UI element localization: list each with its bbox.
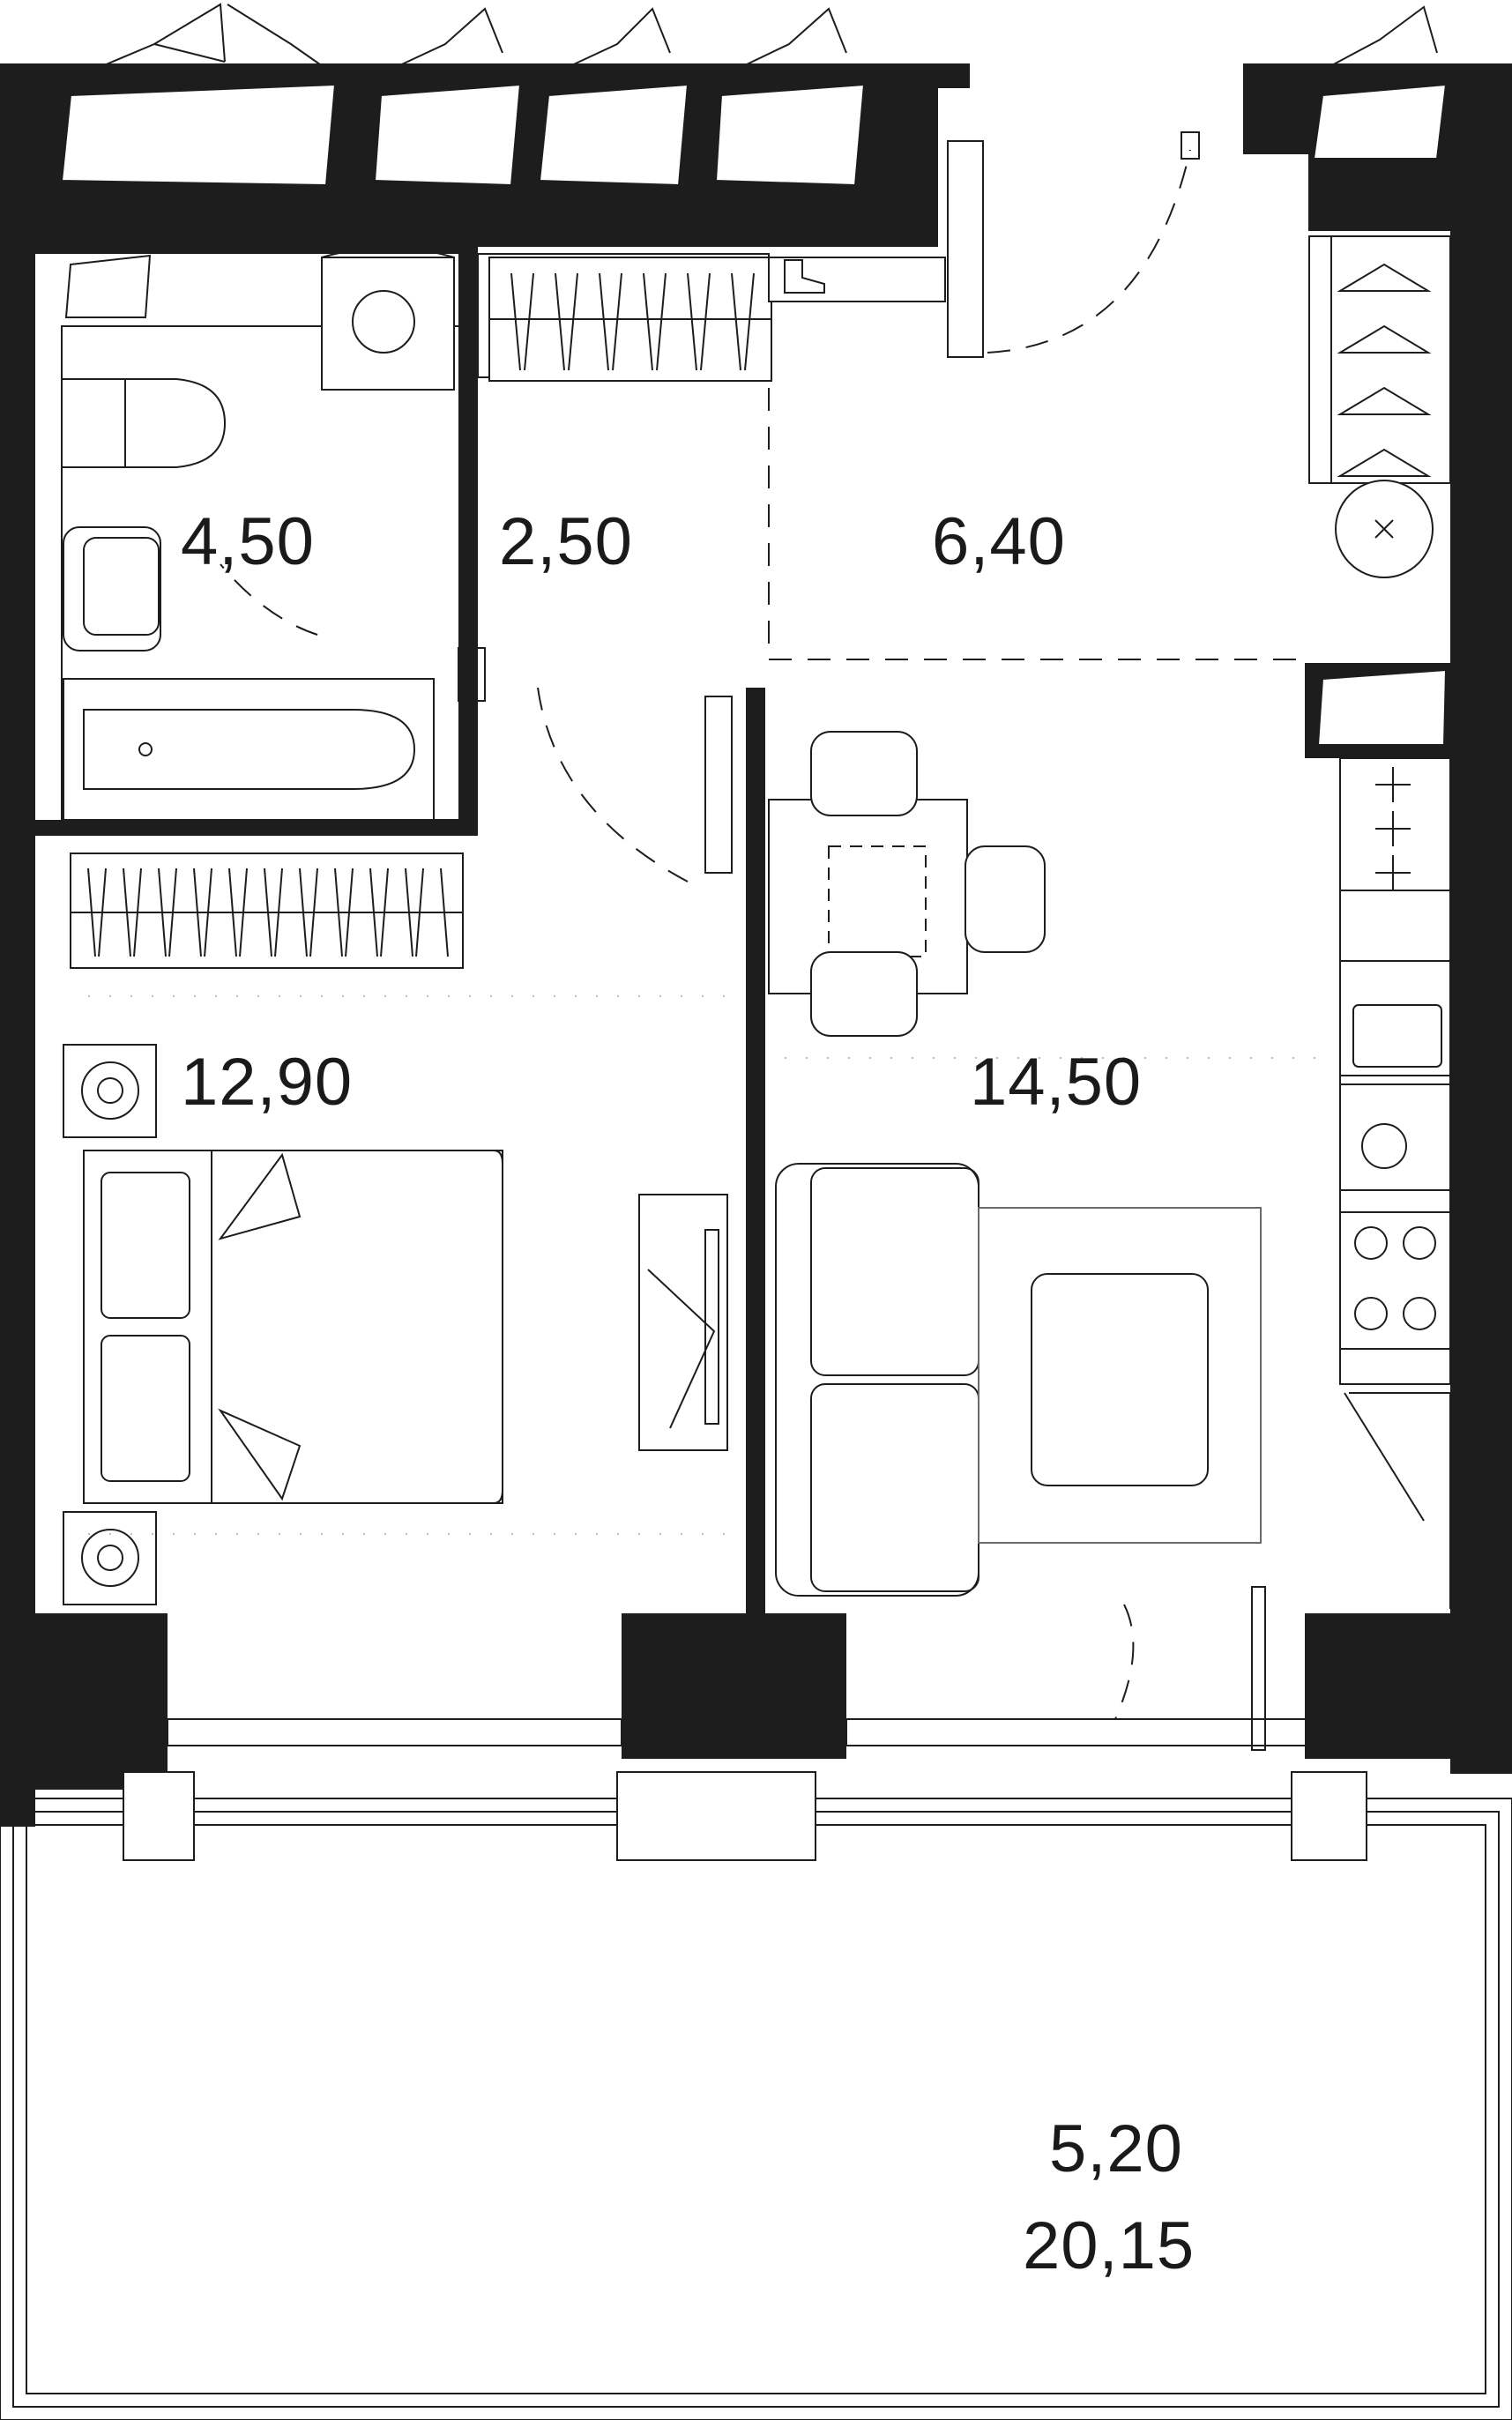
- room-area-bathroom: 4,50: [181, 504, 315, 579]
- windows-top: [60, 3, 1448, 746]
- bedroom-fixtures: [63, 853, 728, 1746]
- zone-separators: [768, 388, 1305, 660]
- walls: [0, 63, 1512, 1827]
- corridor-wardrobe: [488, 257, 946, 382]
- living-fixtures: [768, 731, 1451, 1751]
- hallway-fixtures: [537, 131, 1451, 882]
- room-area-living-kitchen: 14,50: [970, 1045, 1143, 1120]
- bathroom-fixtures: [61, 247, 455, 821]
- balcony: [0, 1771, 1512, 2420]
- room-area-bedroom: 12,90: [181, 1045, 354, 1120]
- room-area-balcony: 5,20: [1049, 2111, 1183, 2186]
- room-area-hallway: 6,40: [932, 504, 1066, 579]
- room-area-corridor: 2,50: [499, 504, 633, 579]
- balcony-extra-area: 20,15: [1023, 2208, 1195, 2283]
